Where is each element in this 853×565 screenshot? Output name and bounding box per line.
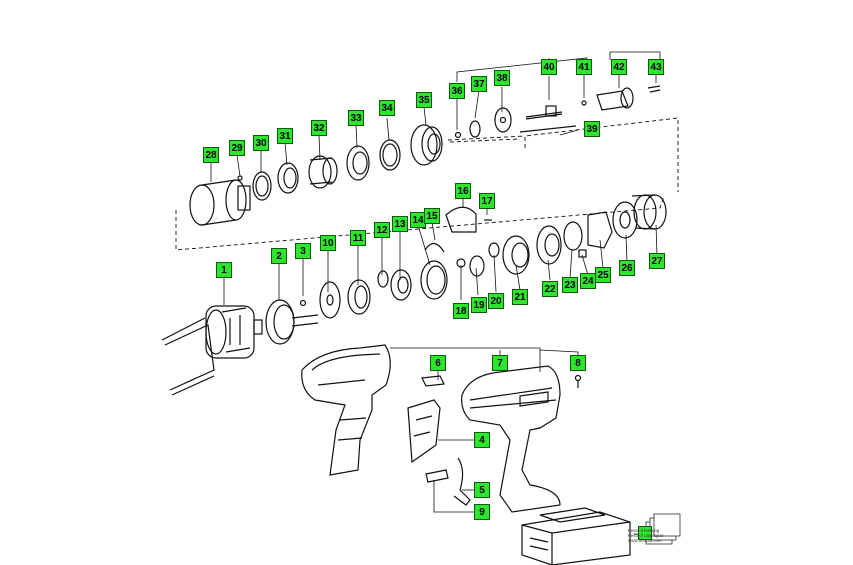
- housing-right-drawing: [461, 365, 582, 513]
- motor-drawing: [161, 305, 263, 396]
- part-label-16[interactable]: 16: [455, 183, 471, 199]
- part-label-18[interactable]: 18: [453, 303, 469, 319]
- part-label-33[interactable]: 33: [348, 110, 364, 126]
- housing-left-drawing: [301, 344, 391, 476]
- upper-row-drawing: [189, 85, 661, 226]
- part-label-36[interactable]: 36: [449, 83, 465, 99]
- part-label-21[interactable]: 21: [512, 289, 528, 305]
- part-label-19[interactable]: 19: [471, 297, 487, 313]
- catalogue-book-icon: [645, 513, 681, 545]
- catalogue-line-1: Festool Katalog: [628, 528, 660, 533]
- part-label-30[interactable]: 30: [253, 135, 269, 151]
- part-label-5[interactable]: 5: [474, 482, 490, 498]
- battery-pack-drawing: [521, 507, 631, 565]
- part-label-6[interactable]: 6: [430, 355, 446, 371]
- assembly-axis-lines: [175, 117, 679, 251]
- part-label-8[interactable]: 8: [570, 355, 586, 371]
- part-label-35[interactable]: 35: [416, 92, 432, 108]
- part-label-7[interactable]: 7: [492, 355, 508, 371]
- part-label-29[interactable]: 29: [229, 140, 245, 156]
- part-label-25[interactable]: 25: [595, 267, 611, 283]
- part-label-41[interactable]: 41: [576, 59, 592, 75]
- part-label-24[interactable]: 24: [580, 273, 596, 289]
- part-label-38[interactable]: 38: [494, 70, 510, 86]
- part-label-13[interactable]: 13: [392, 216, 408, 232]
- part-label-3[interactable]: 3: [295, 243, 311, 259]
- catalogue-line-2: Festool catalogue: [628, 533, 664, 538]
- part-label-28[interactable]: 28: [203, 147, 219, 163]
- part-label-2[interactable]: 2: [271, 248, 287, 264]
- part-label-15[interactable]: 15: [424, 208, 440, 224]
- part-label-31[interactable]: 31: [277, 128, 293, 144]
- part-label-9[interactable]: 9: [474, 504, 490, 520]
- catalogue-note: Festool Katalog Festool catalogue www.fe…: [628, 528, 682, 543]
- part-label-32[interactable]: 32: [311, 120, 327, 136]
- part-label-22[interactable]: 22: [542, 281, 558, 297]
- catalogue-marker[interactable]: [638, 526, 652, 540]
- switch-module-drawing: [407, 375, 471, 506]
- part-label-4[interactable]: 4: [474, 432, 490, 448]
- part-label-10[interactable]: 10: [320, 235, 336, 251]
- part-label-40[interactable]: 40: [541, 59, 557, 75]
- gear-stack-drawing: [347, 194, 667, 315]
- part-label-43[interactable]: 43: [648, 59, 664, 75]
- part-label-1[interactable]: 1: [216, 262, 232, 278]
- part-label-12[interactable]: 12: [374, 222, 390, 238]
- part-label-14[interactable]: 14: [410, 212, 426, 228]
- gear-plate-drawing: [265, 281, 341, 345]
- part-label-27[interactable]: 27: [649, 253, 665, 269]
- part-label-17[interactable]: 17: [479, 193, 495, 209]
- part-label-11[interactable]: 11: [350, 230, 366, 246]
- part-label-34[interactable]: 34: [379, 100, 395, 116]
- part-label-42[interactable]: 42: [611, 59, 627, 75]
- part-label-39[interactable]: 39: [584, 121, 600, 137]
- catalogue-line-3: www.festool.com: [628, 538, 662, 543]
- part-label-23[interactable]: 23: [562, 277, 578, 293]
- part-label-20[interactable]: 20: [488, 293, 504, 309]
- part-label-26[interactable]: 26: [619, 260, 635, 276]
- leader-lines: [210, 51, 661, 535]
- part-label-37[interactable]: 37: [471, 76, 487, 92]
